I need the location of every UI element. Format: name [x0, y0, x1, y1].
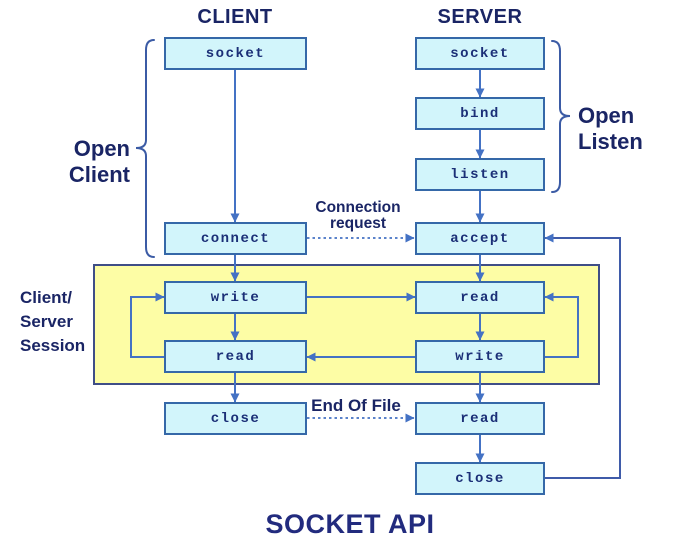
server-read1-node: read	[415, 281, 545, 314]
server-read2-node: read	[415, 402, 545, 435]
server-listen-node: listen	[415, 158, 545, 191]
session-label-line3: Session	[20, 336, 86, 355]
client-connect-node: connect	[164, 222, 307, 255]
session-label: Client/ Server Session	[20, 286, 85, 358]
open-listen-label: Open Listen	[578, 103, 643, 154]
client-read-node: read	[164, 340, 307, 373]
client-close-node: close	[164, 402, 307, 435]
diagram-title: SOCKET API	[265, 509, 435, 539]
open-listen-brace	[551, 40, 571, 193]
server-bind-node: bind	[415, 97, 545, 130]
feedback-arrow	[544, 233, 621, 479]
dashed-arrows	[307, 233, 415, 423]
loop-arrows	[130, 292, 579, 358]
connection-request-label: Connection request	[300, 200, 416, 232]
end-of-file-label: End Of File	[311, 396, 401, 415]
open-client-brace	[135, 39, 155, 258]
client-column-heading: CLIENT	[197, 6, 273, 28]
session-label-line2: Server	[20, 312, 73, 331]
client-write-node: write	[164, 281, 307, 314]
server-column-heading: SERVER	[437, 6, 523, 28]
server-write-node: write	[415, 340, 545, 373]
server-close-node: close	[415, 462, 545, 495]
server-socket-node: socket	[415, 37, 545, 70]
session-label-line1: Client/	[20, 288, 72, 307]
flow-arrows	[230, 70, 485, 463]
client-socket-node: socket	[164, 37, 307, 70]
connection-request-line2: request	[330, 215, 386, 232]
open-client-label: Open Client	[68, 136, 130, 187]
connection-request-line1: Connection	[315, 199, 401, 216]
server-accept-node: accept	[415, 222, 545, 255]
